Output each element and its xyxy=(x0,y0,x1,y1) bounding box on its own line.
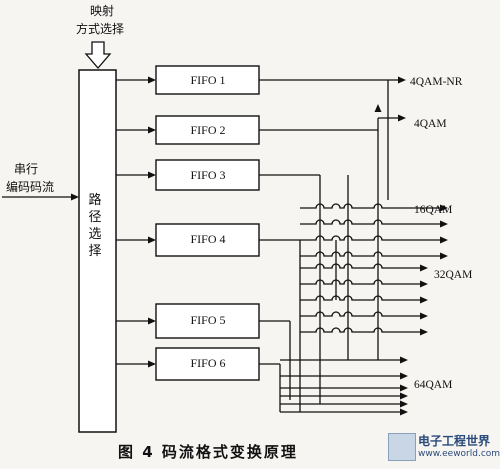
fifo-5-label: FIFO 5 xyxy=(190,313,226,327)
serial-input-arrow-icon xyxy=(71,193,79,201)
out-16qam-a-arrow-icon xyxy=(440,204,448,212)
out-16qam-d-arrow-icon xyxy=(440,252,448,260)
output-64qam: 64QAM xyxy=(414,379,453,391)
out-32qam-b-arrow-icon xyxy=(420,280,428,288)
out-32qam-d-line xyxy=(300,311,420,317)
watermark-brand: 电子工程世界 xyxy=(418,434,491,448)
out-16qam-c-arrow-icon xyxy=(440,236,448,244)
fifo-5-box xyxy=(155,303,260,339)
fifo-3-label: FIFO 3 xyxy=(190,168,226,182)
fifo-2-label: FIFO 2 xyxy=(190,123,226,137)
router-to-fifo-6-arrow-icon xyxy=(148,360,156,368)
fifo-6-box xyxy=(155,347,260,381)
out-32qam-a-line xyxy=(300,263,420,269)
out-32qam-a-arrow-icon xyxy=(420,264,428,272)
fifo-6-label: FIFO 6 xyxy=(190,356,226,370)
router-label: 路 径 选 择 xyxy=(88,192,102,260)
router-char-1: 路 xyxy=(88,193,102,208)
out-64qam-f-arrow-icon xyxy=(400,408,408,416)
out-16qam-c-line xyxy=(300,235,440,241)
output-4qam: 4QAM xyxy=(414,118,447,130)
bus-up-arrow-icon xyxy=(374,104,382,112)
out-4qam-arrow-icon xyxy=(398,114,406,122)
router-char-3: 选 xyxy=(88,227,102,242)
out-64qam-d-arrow-icon xyxy=(400,392,408,400)
out-16qam-b-arrow-icon xyxy=(440,220,448,228)
fifo-4-label: FIFO 4 xyxy=(190,232,226,246)
out-16qam-a-line xyxy=(300,203,440,209)
out-32qam-d-arrow-icon xyxy=(420,312,428,320)
figure-caption: 图 4 码流格式变换原理 xyxy=(118,443,298,461)
router-to-fifo-3-arrow-icon xyxy=(148,171,156,179)
out-16qam-d-line xyxy=(300,251,440,257)
out-64qam-e-arrow-icon xyxy=(400,400,408,408)
out-4qam-nr-arrow-icon xyxy=(398,76,406,84)
router-to-fifo-4-arrow-icon xyxy=(148,236,156,244)
mapping-select-arrow-icon xyxy=(84,41,112,69)
output-16qam: 16QAM xyxy=(414,204,453,216)
out-32qam-b-line xyxy=(300,279,420,285)
out-32qam-c-line xyxy=(300,295,420,301)
watermark-mark-icon xyxy=(388,433,416,461)
out-64qam-b-arrow-icon xyxy=(400,372,408,380)
out-32qam-c-arrow-icon xyxy=(420,296,428,304)
watermark-logo: 电子工程世界 www.eeworld.com.cn xyxy=(388,431,500,465)
out-32qam-e-arrow-icon xyxy=(420,328,428,336)
router-to-fifo-1-arrow-icon xyxy=(148,76,156,84)
router-to-fifo-2-arrow-icon xyxy=(148,126,156,134)
router-to-fifo-5-arrow-icon xyxy=(148,317,156,325)
fifo-1-box xyxy=(155,65,260,95)
mapping-label-line2: 方式选择 xyxy=(76,22,125,36)
input-label-line2: 编码码流 xyxy=(6,180,55,194)
router-char-2: 径 xyxy=(88,210,102,225)
fifo-1-label: FIFO 1 xyxy=(190,73,226,87)
router-box xyxy=(78,69,117,433)
output-4qam-nr: 4QAM-NR xyxy=(410,76,463,88)
router-char-4: 择 xyxy=(88,244,102,259)
output-32qam: 32QAM xyxy=(434,269,473,281)
out-64qam-c-arrow-icon xyxy=(400,384,408,392)
out-64qam-a-arrow-icon xyxy=(400,356,408,364)
out-16qam-b-line xyxy=(300,219,440,225)
input-label-line1: 串行 xyxy=(14,162,39,176)
watermark-site: www.eeworld.com.cn xyxy=(418,449,500,459)
mapping-label-line1: 映射 xyxy=(90,4,115,18)
out-32qam-e-line xyxy=(300,327,420,333)
